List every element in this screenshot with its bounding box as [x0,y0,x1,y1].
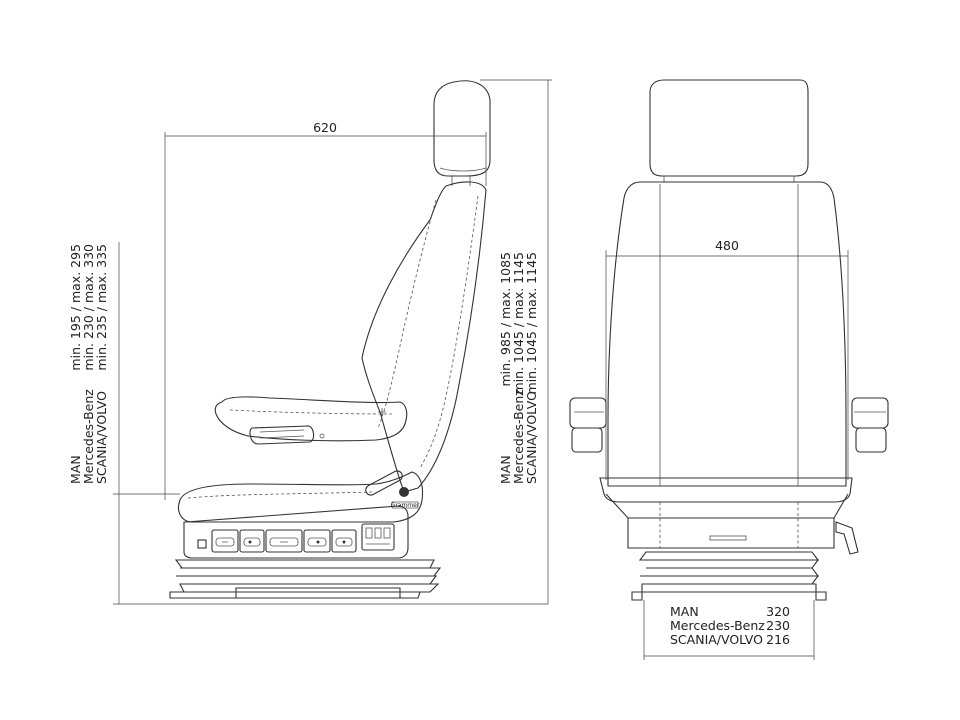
front-seat-base [627,518,835,549]
width-label: 480 [715,238,739,253]
side-seat-base [183,505,409,559]
base-width-table: MAN Mercedes-Benz SCANIA/VOLVO 320 230 2… [670,604,790,647]
front-side-lever [835,521,859,555]
total-height-values-man: min. 985 / max. 1085 [498,252,513,387]
base-width-brand-scania: SCANIA/VOLVO [670,632,763,647]
width-dimension: 480 [605,238,849,480]
front-armrest-right [851,397,889,453]
side-control-buttons [197,523,395,553]
total-height-brand-man: MAN [498,455,513,484]
base-width-brand-man: MAN [670,604,699,619]
seat-height-brand-mercedes: Mercedes-Benz [81,389,96,484]
side-lever-slot [365,470,403,496]
total-height-values-mercedes: min. 1045 / max. 1145 [511,252,526,394]
side-view: Grammer [68,79,552,605]
base-width-value-scania: 216 [766,632,790,647]
side-seat-cushion [177,471,424,523]
side-backrest [361,181,487,493]
base-width-value-man: 320 [766,604,790,619]
depth-label: 620 [313,120,337,135]
seat-height-values-mercedes: min. 230 / max. 330 [81,244,96,371]
seat-height-brand-man: MAN [68,455,83,484]
total-height-values-scania: min. 1045 / max. 1145 [524,252,539,394]
total-height-brand-mercedes: Mercedes-Benz [511,389,526,484]
front-backrest [607,181,847,487]
side-headrest [433,80,491,177]
base-width-brand-mercedes: Mercedes-Benz [670,618,765,633]
base-width-dimension [643,600,815,660]
side-armrest [214,396,408,442]
svg-text:Grammer: Grammer [391,502,420,509]
seat-height-values-scania: min. 235 / max. 335 [94,244,109,371]
seat-height-dimension [113,242,548,605]
front-armrest-left [569,397,607,453]
side-suspension-bellows [169,559,442,599]
seat-height-values-man: min. 195 / max. 295 [68,244,83,371]
front-suspension [631,551,827,601]
front-seat-cushion [599,477,853,503]
base-width-value-mercedes: 230 [766,618,790,633]
total-height-brand-scania: SCANIA/VOLVO [524,391,539,484]
depth-dimension: 620 [164,120,487,500]
front-headrest [649,79,809,177]
armrest-adjust-handle [249,425,315,445]
front-view: 480 MAN Mercedes-Benz SCANIA/VOLVO 320 2… [569,79,889,660]
seat-height-brand-scania: SCANIA/VOLVO [94,391,109,484]
total-height-dimension [480,79,552,604]
